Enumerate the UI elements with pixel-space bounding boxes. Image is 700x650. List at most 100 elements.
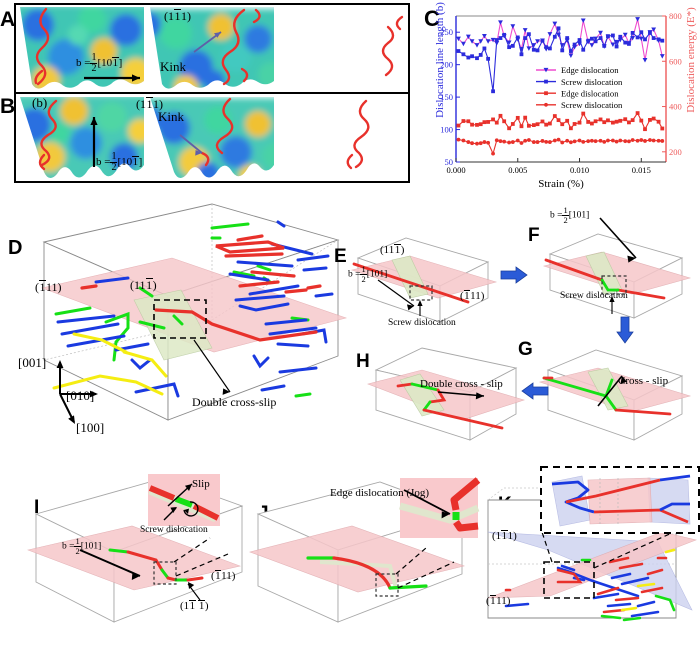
panel-a-kink-label: Kink [160,59,186,74]
chart-marker [635,35,640,40]
chart-marker [535,140,540,144]
chart-marker [606,118,610,123]
chart-marker [593,139,598,144]
chart-marker [577,138,582,143]
chart-marker [502,139,507,144]
chart-marker [519,124,524,129]
chart-marker [623,139,628,144]
panel-i-letter: I [34,497,40,518]
chart-marker [544,139,549,144]
chart-ytick-left: 250 [440,27,453,37]
chart-marker [547,46,552,51]
chart-marker [560,122,565,127]
chart-marker [456,137,461,142]
chart-marker [510,122,515,126]
chart-marker [531,140,536,144]
chart-marker [510,43,515,48]
chart-marker [507,45,512,50]
panel-d-box [40,203,348,424]
panel-i-inset-screw: Screw dislocation [140,525,208,535]
chart-marker [535,48,540,53]
chart-marker [515,138,520,143]
chart-marker [581,47,586,52]
chart-marker [470,54,474,59]
chart-marker [606,34,610,39]
chart-marker [610,33,615,38]
chart-marker [522,28,528,33]
chart-marker [498,139,503,144]
chart-xlabel: Strain (%) [538,178,584,190]
chart-marker [535,39,540,44]
chart-xtick: 0.005 [508,165,527,175]
panel-d-plane-2: (111) [130,278,157,292]
panel-i-box [26,477,244,623]
chart-marker [610,42,616,47]
chart-marker [572,139,577,144]
panel-b-images [20,97,370,179]
chart-marker [586,139,591,144]
chart-xtick: 0.010 [570,165,589,175]
chart-marker [618,138,623,143]
chart-marker [577,120,582,125]
chart-ytick-right: 600 [669,56,682,66]
chart-marker [593,36,598,42]
panel-i-burgers-num: 1 [74,536,81,547]
chart-marker [482,140,487,144]
panel-k-inset [540,466,700,534]
chart-marker [519,52,524,57]
chart-marker [627,42,631,46]
chart-marker [498,113,503,118]
chart-legend-label: Screw dislocation [561,100,623,110]
panel-b-burgers-b: b = [96,156,111,169]
chart-marker [630,138,635,142]
panel-a-burgers-den: 2 [91,63,97,75]
chart-marker [461,119,466,123]
panel-j-box [248,481,466,623]
chart-marker [470,122,474,127]
chart-marker [485,39,491,44]
chart-marker [660,139,665,143]
chart-marker [656,119,661,124]
chart-marker [586,120,591,124]
chart-marker [577,38,582,42]
panel-e-burgers-num: 1 [360,264,367,275]
chart-marker [648,117,652,122]
chart-marker [581,111,586,116]
chart-marker [466,55,471,60]
chart-marker [643,127,647,132]
panel-i-burgers-b: b = [62,541,75,552]
chart-marker [540,119,545,124]
chart-marker [651,27,657,33]
panel-e-burgers-dir: [101] [366,269,388,280]
panel-i-plane-right: (111) [211,570,236,582]
chart-ytick-left: 50 [445,157,454,167]
chart-marker [552,34,557,39]
panel-h-letter: H [356,351,370,372]
chart-marker [560,140,565,145]
panel-d-annotation: Double cross-slip [192,395,277,409]
panel-j-inset [399,477,481,538]
panel-h-box [367,347,526,441]
chart-marker [639,118,644,123]
chart-marker [660,126,665,131]
panel-a-letter: A [0,8,16,31]
chart-marker [494,120,499,125]
chart-ytick-left: 200 [440,60,453,70]
chart-marker [475,56,479,61]
chart-marker [656,37,661,42]
panel-e-burgers-den: 2 [361,273,366,284]
chart-marker [486,120,491,124]
panel-b-sublabel: (b) [32,95,48,110]
chart-marker [648,30,652,35]
chart-marker [643,37,647,42]
chart-marker [491,117,495,122]
chart-marker [622,32,628,38]
panel-d-plane-1: (111) [35,280,62,294]
chart-marker [494,38,499,42]
panel-a-burgers-num: 1 [90,52,98,65]
chart-marker [470,141,474,146]
